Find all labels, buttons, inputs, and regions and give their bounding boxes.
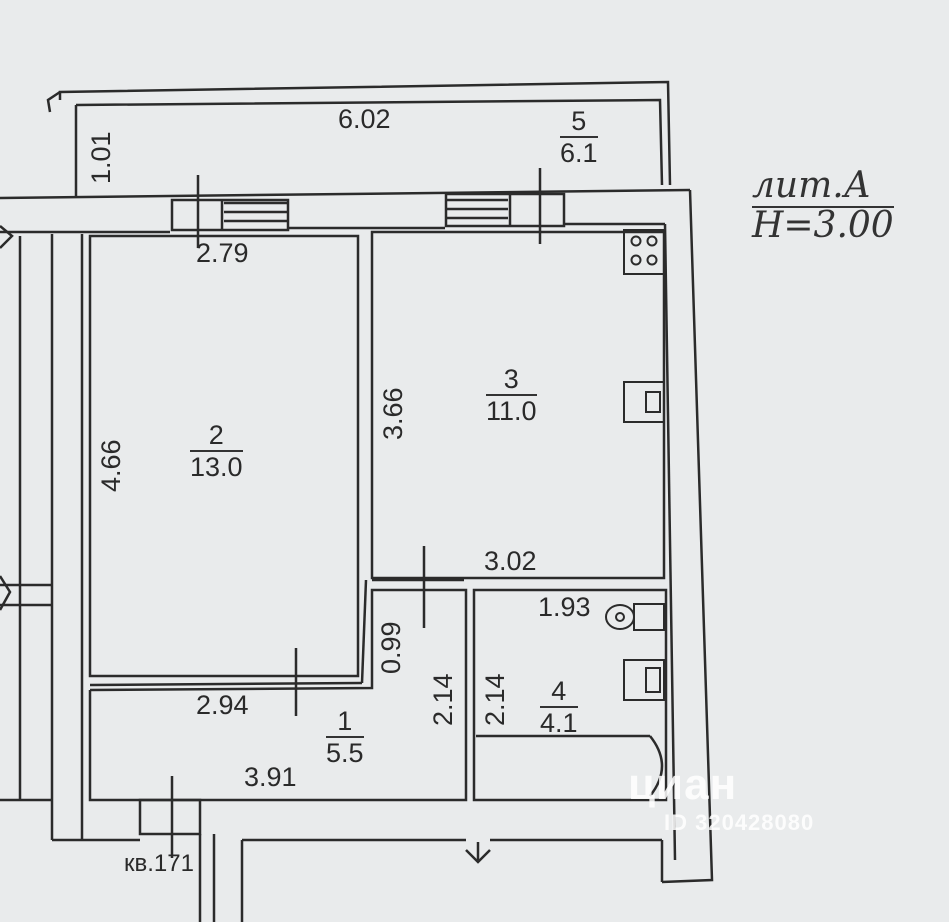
dim-room2-top: 2.79 xyxy=(196,238,249,268)
watermark-brand: циан xyxy=(628,760,738,809)
room-4-outline xyxy=(472,588,668,802)
room-1-label: 1 5.5 xyxy=(326,708,364,767)
room-5-label: 5 6.1 xyxy=(560,108,598,167)
toilet-icon xyxy=(605,603,665,631)
dim-wc-left: 2.14 xyxy=(428,673,458,726)
washbasin-icon xyxy=(623,659,665,701)
room-4-area: 4.1 xyxy=(540,708,578,738)
room-1-number: 1 xyxy=(326,708,364,738)
window-room-2 xyxy=(170,175,290,248)
dim-room3-height: 3.66 xyxy=(378,387,408,440)
room-1-outline xyxy=(88,578,468,802)
lower-walls xyxy=(198,834,664,922)
room-3-label: 3 11.0 xyxy=(486,366,537,425)
dim-balcony-depth: 1.01 xyxy=(86,131,116,184)
dim-wc-top: 1.93 xyxy=(538,592,591,622)
left-walls xyxy=(0,234,140,842)
room-3-area: 11.0 xyxy=(486,396,537,426)
dim-room2-bottom: 2.94 xyxy=(196,690,249,720)
building-litera: лит.А xyxy=(752,168,894,208)
room-2-label: 2 13.0 xyxy=(190,422,243,481)
building-annotation: лит.А H=3.00 xyxy=(752,168,894,244)
door-marks xyxy=(0,225,491,864)
dim-corridor-narrow: 0.99 xyxy=(376,621,406,674)
apartment-label: кв.171 xyxy=(124,850,194,877)
room-4-label: 4 4.1 xyxy=(540,678,578,737)
dim-wc-right: 2.14 xyxy=(480,673,510,726)
dim-balcony-width: 6.02 xyxy=(338,104,391,134)
room-2-area: 13.0 xyxy=(190,452,243,482)
room-3-number: 3 xyxy=(486,366,537,396)
room-2-number: 2 xyxy=(190,422,243,452)
room-5-area: 6.1 xyxy=(560,138,598,168)
room-4-number: 4 xyxy=(540,678,578,708)
balcony-outline xyxy=(46,80,672,198)
dim-corridor-width: 3.91 xyxy=(244,762,297,792)
ceiling-height: H=3.00 xyxy=(752,205,894,246)
room-1-area: 5.5 xyxy=(326,738,364,768)
room-5-number: 5 xyxy=(560,108,598,138)
exterior-walls xyxy=(0,188,714,884)
dim-room3-bottom: 3.02 xyxy=(484,546,537,576)
room-2-outline xyxy=(88,234,360,678)
dim-room2-height: 4.66 xyxy=(96,439,126,492)
window-room-3 xyxy=(444,168,566,244)
sink-icon xyxy=(623,381,665,423)
watermark-id: ID 320428080 xyxy=(664,810,815,835)
stove-icon xyxy=(623,229,665,275)
